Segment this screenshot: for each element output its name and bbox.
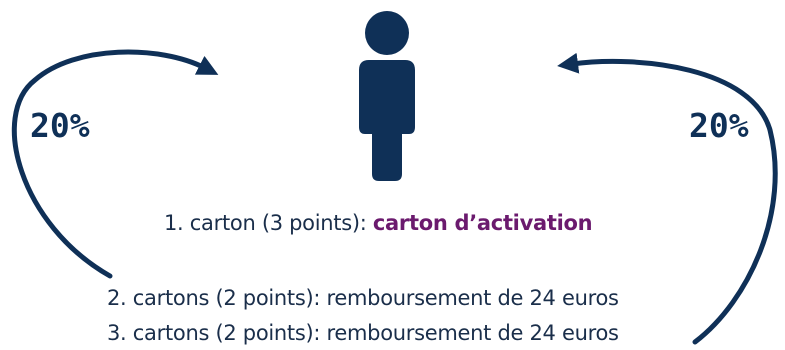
left-percentage: 20% <box>30 106 90 145</box>
right-curved-arrow-icon <box>557 52 778 345</box>
person-icon <box>359 11 415 181</box>
step-1-prefix: 1. carton (3 points): <box>164 211 373 235</box>
left-curved-arrow-icon <box>11 49 219 279</box>
step-2-text: 2. cartons (2 points): remboursement de … <box>107 286 619 310</box>
step-1-text: 1. carton (3 points): carton d’activatio… <box>164 210 593 236</box>
right-percentage: 20% <box>689 106 749 145</box>
step-3-text: 3. cartons (2 points): remboursement de … <box>107 321 619 345</box>
step-1-highlight: carton d’activation <box>372 211 593 235</box>
